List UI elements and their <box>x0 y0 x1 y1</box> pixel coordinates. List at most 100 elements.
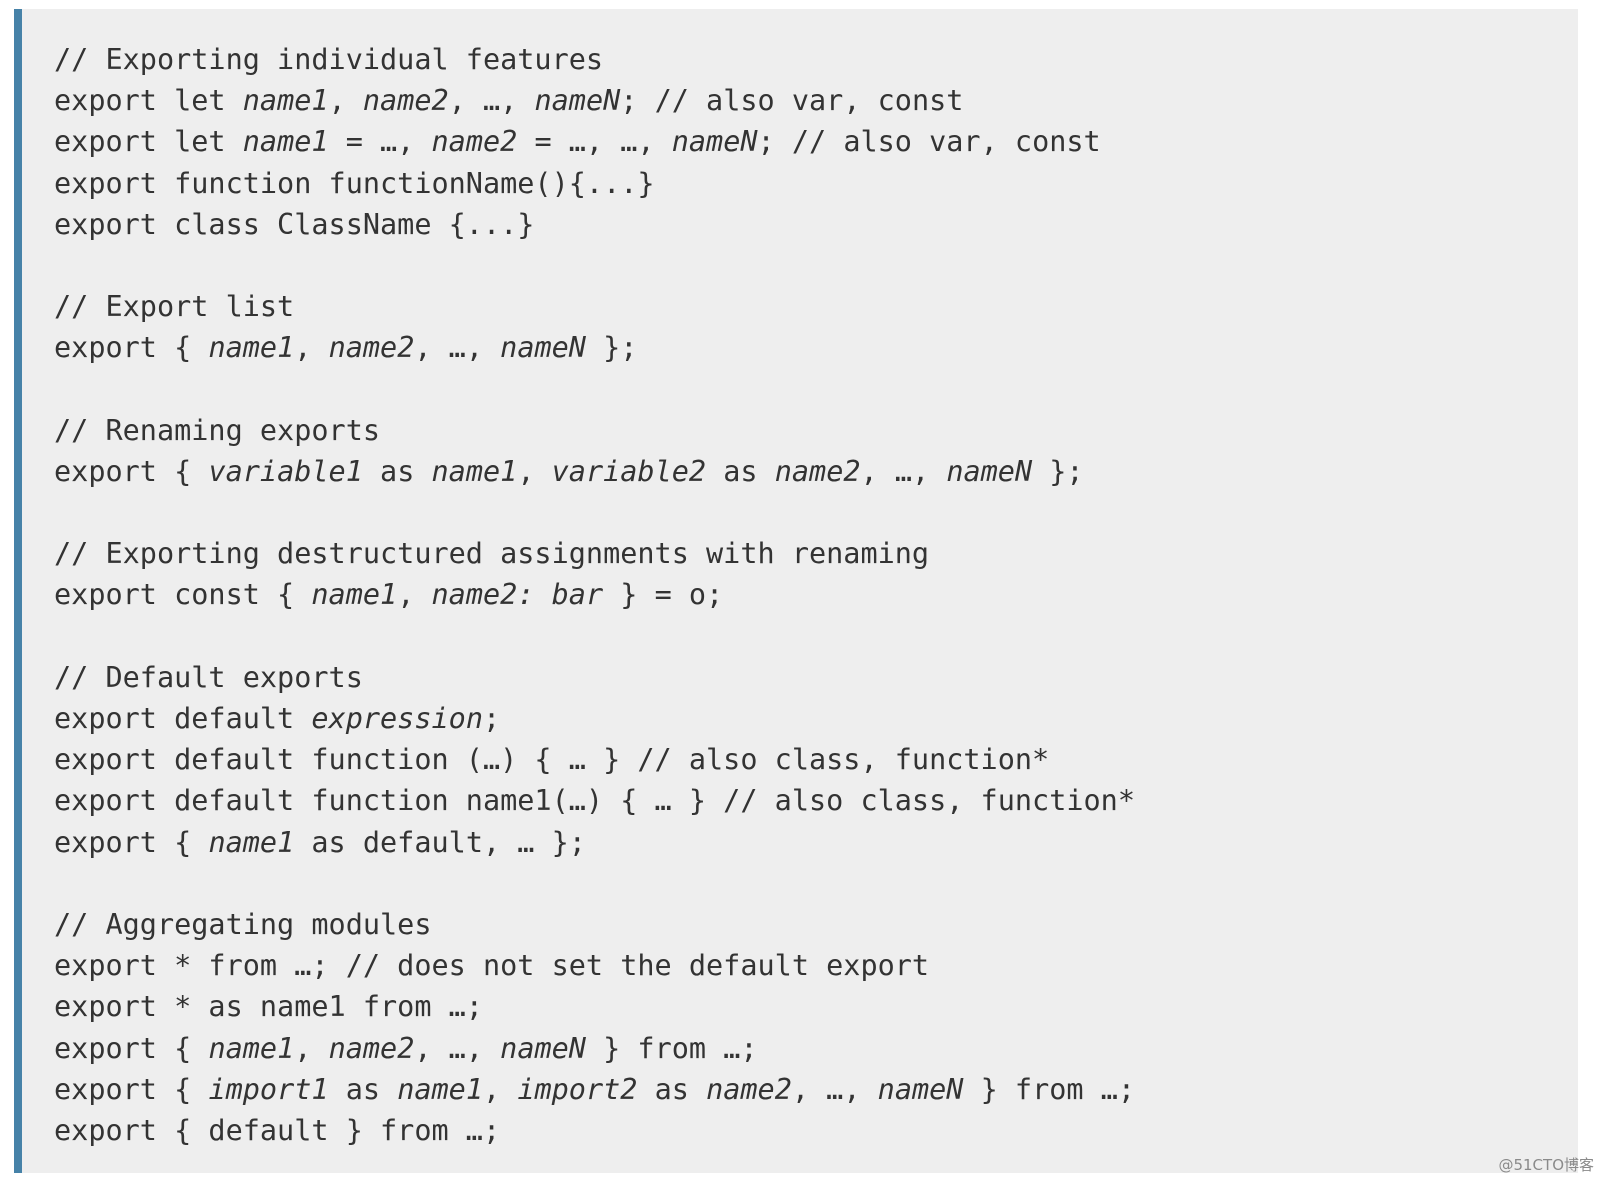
code-identifier: nameN <box>877 1072 964 1106</box>
code-identifier: nameN <box>534 84 621 118</box>
code-text: export { <box>54 1072 209 1106</box>
code-text: = …, …, <box>517 125 672 159</box>
code-text: export function functionName(){...} <box>54 166 655 200</box>
code-lines: // Exporting individual features export l… <box>54 39 1135 1151</box>
code-text: export { <box>54 825 209 859</box>
code-identifier: name1 <box>242 125 329 159</box>
code-line: export { default } from …; <box>54 1110 1135 1151</box>
code-identifier: variable2 <box>551 454 707 488</box>
code-identifier: name1 <box>431 454 518 488</box>
code-text: ; <box>482 702 501 735</box>
code-line <box>54 863 1135 904</box>
code-text: } = o; <box>603 578 724 612</box>
code-line <box>54 492 1135 533</box>
code-text: export { default } from …; <box>54 1113 501 1147</box>
code-text: // Renaming exports <box>54 413 381 447</box>
code-line <box>54 245 1135 286</box>
code-identifier: name1 <box>208 331 295 365</box>
code-line: export { variable1 as name1, variable2 a… <box>54 451 1135 492</box>
code-line: export default function (…) { … } // als… <box>54 739 1135 780</box>
code-identifier: nameN <box>946 454 1033 488</box>
code-text: , <box>397 578 432 612</box>
code-text: ; // also var, const <box>620 84 964 118</box>
code-line: export class ClassName {...} <box>54 204 1135 245</box>
code-identifier: name2 <box>362 84 449 118</box>
code-line: // Export list <box>54 286 1135 327</box>
code-text: export default <box>54 702 312 735</box>
code-line: export { name1 as default, … }; <box>54 822 1135 863</box>
code-identifier: name2 <box>774 454 861 488</box>
code-text: ; // also var, const <box>757 125 1101 159</box>
code-identifier: expression <box>311 702 483 735</box>
code-identifier: name2: bar <box>431 578 604 612</box>
code-text: , …, <box>448 84 535 118</box>
code-identifier: import1 <box>208 1072 329 1106</box>
code-text: export class ClassName {...} <box>54 207 535 241</box>
code-text: as <box>637 1072 707 1106</box>
code-text: // Exporting individual features <box>54 43 604 76</box>
code-text: , <box>328 84 363 118</box>
code-identifier: name1 <box>311 578 398 612</box>
code-text: } from …; <box>963 1072 1136 1106</box>
code-text: as <box>706 454 775 488</box>
code-line: export default expression; <box>54 698 1135 739</box>
code-line: // Exporting destructured assignments wi… <box>54 533 1135 574</box>
code-text: , …, <box>860 454 947 488</box>
code-line: export const { name1, name2: bar } = o; <box>54 574 1135 615</box>
code-identifier: name1 <box>208 1031 295 1065</box>
code-text: export const { <box>54 578 312 612</box>
code-text: export { <box>54 1031 209 1065</box>
code-identifier: name2 <box>328 1031 415 1065</box>
code-identifier: name1 <box>242 84 329 118</box>
code-text: = …, <box>328 125 432 159</box>
code-identifier: name2 <box>328 331 415 365</box>
code-text: as <box>328 1072 398 1106</box>
code-text: // Exporting destructured assignments wi… <box>54 537 930 571</box>
code-text: , …, <box>414 331 501 365</box>
code-line: export * from …; // does not set the def… <box>54 945 1135 986</box>
code-text: }; <box>585 331 638 365</box>
code-line: export { import1 as name1, import2 as na… <box>54 1069 1135 1110</box>
code-text: , …, <box>791 1072 878 1106</box>
code-text: , <box>482 1072 518 1106</box>
code-text: export { <box>54 454 209 488</box>
code-text: // Export list <box>54 290 295 324</box>
code-identifier: variable1 <box>208 454 363 488</box>
code-line: export { name1, name2, …, nameN }; <box>54 327 1135 368</box>
code-text: export default function name1(…) { … } /… <box>54 784 1135 818</box>
code-line: // Default exports <box>54 657 1135 698</box>
code-text: export let <box>54 84 243 118</box>
code-line <box>54 369 1135 410</box>
code-text: export { <box>54 331 209 365</box>
code-line <box>54 616 1135 657</box>
code-line: export let name1, name2, …, nameN; // al… <box>54 80 1135 121</box>
code-identifier: import2 <box>517 1072 638 1106</box>
code-text: , …, <box>414 1031 501 1065</box>
code-identifier: name2 <box>706 1072 792 1106</box>
code-identifier: name1 <box>397 1072 483 1106</box>
code-block: // Exporting individual features export l… <box>14 9 1578 1173</box>
code-identifier: name1 <box>208 825 295 859</box>
code-text: // Aggregating modules <box>54 907 432 941</box>
code-text: export * as name1 from …; <box>54 990 483 1024</box>
code-text: // Default exports <box>54 660 363 694</box>
watermark: @51CTO博客 <box>1498 1156 1594 1174</box>
code-identifier: nameN <box>671 125 758 159</box>
code-text: , <box>517 454 552 488</box>
code-text: , <box>294 331 329 365</box>
code-line: export default function name1(…) { … } /… <box>54 780 1135 821</box>
code-text: , <box>294 1031 329 1065</box>
code-text: }; <box>1032 454 1084 488</box>
code-text: export let <box>54 125 243 159</box>
code-line: // Exporting individual features <box>54 39 1135 80</box>
code-line: export * as name1 from …; <box>54 986 1135 1027</box>
code-identifier: nameN <box>500 1031 586 1065</box>
code-text: } from …; <box>585 1031 758 1065</box>
code-line: // Aggregating modules <box>54 904 1135 945</box>
code-text: as default, … }; <box>294 825 586 859</box>
code-text: export default function (…) { … } // als… <box>54 743 1050 777</box>
code-text: export * from …; // does not set the def… <box>54 949 930 983</box>
code-text: as <box>362 454 432 488</box>
code-line: // Renaming exports <box>54 410 1135 451</box>
code-identifier: name2 <box>431 125 518 159</box>
